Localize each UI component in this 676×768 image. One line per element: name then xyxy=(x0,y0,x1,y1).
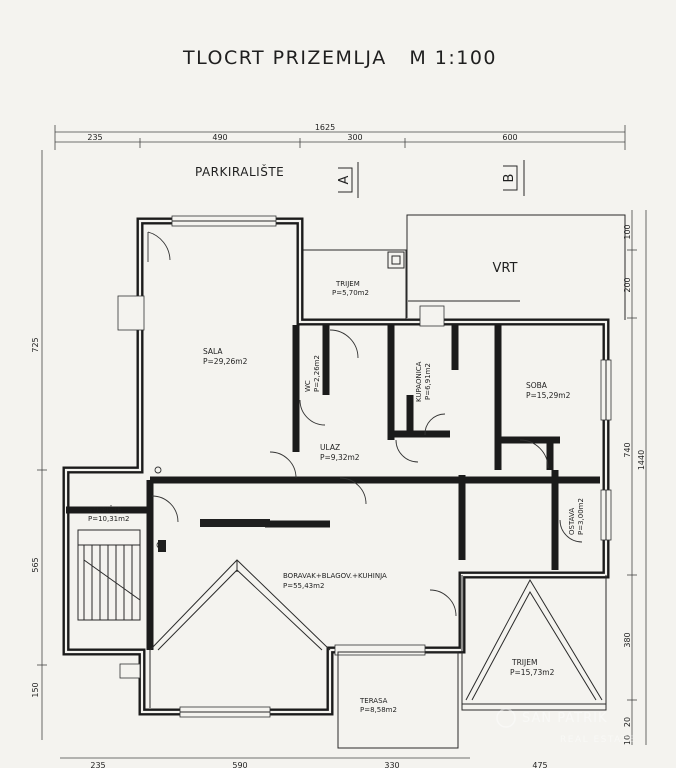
room-pantry-name: OSTAVA xyxy=(568,508,576,535)
section-marker-a: A xyxy=(337,162,359,198)
section-b-label: B xyxy=(502,174,517,183)
dim-bottom-4: 475 xyxy=(532,761,547,768)
dim-top-total: 1625 xyxy=(315,123,335,132)
dim-top-2: 490 xyxy=(212,133,227,142)
room-entry-area: P=9,32m2 xyxy=(320,453,360,462)
room-stair-name: STUBIŠTE xyxy=(88,505,122,514)
room-wc-area: P=2,26m2 xyxy=(313,355,321,392)
room-porch-top-name: TRIJEM xyxy=(335,280,360,288)
room-bedroom-area: P=15,29m2 xyxy=(526,391,571,400)
room-bathroom-name: KUPAONICA xyxy=(415,361,423,402)
room-porch-back-name: TRIJEM xyxy=(511,658,537,667)
room-stair-area: P=10,31m2 xyxy=(88,515,129,523)
dim-left-1: 725 xyxy=(31,337,40,352)
porch-back xyxy=(461,575,607,711)
room-terrace-name: TERASA xyxy=(359,697,388,705)
door-swings xyxy=(147,231,583,617)
dim-top-3: 300 xyxy=(347,133,362,142)
terrace xyxy=(337,651,459,749)
dim-right-5: 380 xyxy=(623,632,632,647)
watermark: SAN PATRIK REAL ESTATE xyxy=(496,708,635,745)
dim-right-1: 100 xyxy=(623,224,632,239)
dim-top-4: 600 xyxy=(502,133,517,142)
dim-bottom-3: 330 xyxy=(384,761,399,768)
room-bathroom-area: P=6,91m2 xyxy=(424,363,432,400)
kitchen-elements xyxy=(158,519,270,552)
staircase xyxy=(77,529,141,621)
room-porch-top-area: P=5,70m2 xyxy=(332,289,369,297)
dim-top-1: 235 xyxy=(87,133,102,142)
bottom-dimensions: 235 590 330 475 xyxy=(60,757,548,768)
room-wc-name: WC xyxy=(304,380,312,392)
section-marker-b: B xyxy=(502,160,525,196)
dim-right-6: 20 xyxy=(623,717,632,727)
dim-right-2: 200 xyxy=(623,277,632,292)
plan-title: TLOCRT PRIZEMLJA M 1:100 xyxy=(182,47,497,69)
interior-walls xyxy=(66,325,600,650)
garden-outline: VRT xyxy=(406,214,626,320)
room-living-name: BORAVAK+BLAGOV.+KUHINJA xyxy=(283,572,387,580)
room-labels: SALA P=29,26m2 TRIJEM P=5,70m2 WC P=2,26… xyxy=(88,280,585,714)
dim-right-7: 10 xyxy=(623,735,632,745)
roof-lines-living xyxy=(149,559,331,708)
label-garden: VRT xyxy=(493,261,518,276)
dim-left-3: 150 xyxy=(31,682,40,697)
windows xyxy=(117,215,612,718)
room-pantry-area: P=3,00m2 xyxy=(577,498,585,535)
top-dimensions: 1625 235 490 300 600 xyxy=(54,123,626,150)
dim-bottom-2: 590 xyxy=(232,761,247,768)
room-terrace-area: P=8,58m2 xyxy=(360,706,397,714)
watermark-line2: REAL ESTATE xyxy=(560,735,635,745)
right-dimensions: 100 200 740 1440 380 20 10 xyxy=(623,210,647,745)
room-bedroom-name: SOBA xyxy=(526,381,548,390)
room-living-area: P=55,43m2 xyxy=(283,582,324,590)
dim-bottom-1: 235 xyxy=(90,761,105,768)
room-porch-back-area: P=15,73m2 xyxy=(510,668,555,677)
room-entry-name: ULAZ xyxy=(320,443,340,452)
label-parking: PARKIRALIŠTE xyxy=(195,164,284,179)
room-sala-area: P=29,26m2 xyxy=(203,357,248,366)
dim-left-2: 565 xyxy=(31,557,40,572)
dim-right-4: 1440 xyxy=(637,450,646,470)
watermark-line1: SAN PATRIK xyxy=(522,711,607,726)
dim-right-3: 740 xyxy=(623,442,632,457)
section-a-label: A xyxy=(337,175,352,184)
left-dimensions: 725 565 150 xyxy=(31,150,47,740)
room-sala-name: SALA xyxy=(203,347,223,356)
